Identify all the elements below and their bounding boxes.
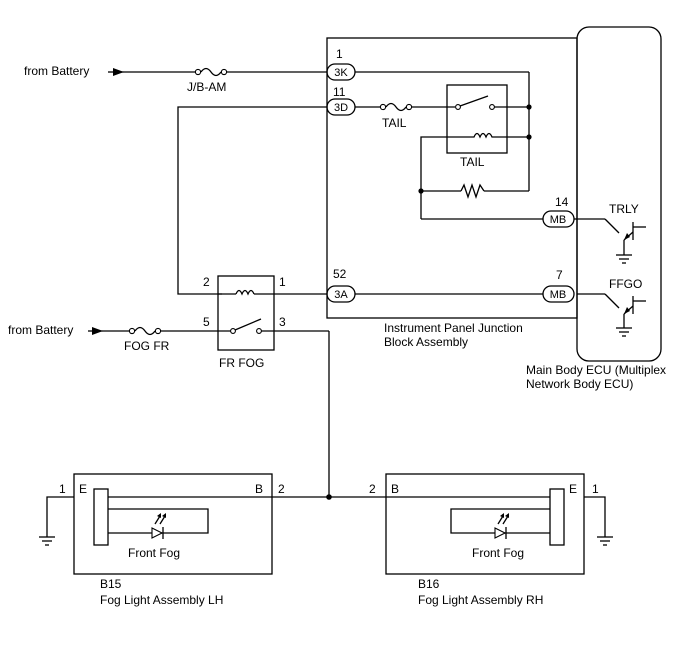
fog-light-rh: 2 B E 1 Front Fog B16 Fog Light Assembly… xyxy=(329,473,613,607)
ecu-label-1: Main Body ECU (Multiplex xyxy=(526,363,666,377)
connector-mb-trly: 14 MB xyxy=(542,195,575,228)
svg-text:3D: 3D xyxy=(334,102,348,114)
connector-3a: 52 3A xyxy=(326,267,356,303)
svg-text:Front Fog: Front Fog xyxy=(128,546,180,560)
arrow-icon xyxy=(92,327,103,335)
svg-text:E: E xyxy=(569,482,577,496)
fuse-tail-label: TAIL xyxy=(382,116,407,130)
relay-tail-label: TAIL xyxy=(460,155,485,169)
svg-text:2: 2 xyxy=(369,482,376,496)
ecu-label-2: Network Body ECU) xyxy=(526,377,633,391)
svg-text:11: 11 xyxy=(333,85,346,99)
svg-text:3: 3 xyxy=(279,315,286,329)
fuse-fog-fr: FOG FR xyxy=(124,326,170,353)
svg-text:1: 1 xyxy=(336,47,343,61)
svg-text:1: 1 xyxy=(592,482,599,496)
svg-text:14: 14 xyxy=(555,195,569,209)
junction-block-label-1: Instrument Panel Junction xyxy=(384,321,523,335)
fog-rh-name: Fog Light Assembly RH xyxy=(418,593,543,607)
fuse-jb-am-label: J/B-AM xyxy=(187,80,226,94)
fuse-fog-fr-label: FOG FR xyxy=(124,339,170,353)
svg-text:MB: MB xyxy=(550,214,567,226)
signal-ffgo: FFGO xyxy=(609,277,642,291)
svg-text:B: B xyxy=(255,482,263,496)
battery-feed-bottom: from Battery xyxy=(8,323,129,337)
svg-text:52: 52 xyxy=(333,267,347,281)
svg-text:2: 2 xyxy=(203,275,210,289)
transistor-trly xyxy=(577,218,646,264)
svg-text:Front Fog: Front Fog xyxy=(472,546,524,560)
svg-text:7: 7 xyxy=(556,268,563,282)
svg-text:B: B xyxy=(391,482,399,496)
battery-label-bottom: from Battery xyxy=(8,323,73,337)
fog-light-lh: 1 E B 2 Front Fog B15 Fog Light Assembly… xyxy=(39,473,329,607)
battery-feed-top: from Battery xyxy=(24,64,195,78)
svg-text:MB: MB xyxy=(550,289,567,301)
resistor xyxy=(418,182,529,200)
relay-fr-fog-label: FR FOG xyxy=(219,356,264,370)
fog-lh-code: B15 xyxy=(100,577,122,591)
fuse-tail: TAIL xyxy=(379,102,413,130)
fog-lh-name: Fog Light Assembly LH xyxy=(100,593,223,607)
relay-fr-fog: 2 1 5 3 FR FOG xyxy=(203,275,329,370)
connector-mb-ffgo: 7 MB xyxy=(542,268,575,303)
relay-tail: TAIL xyxy=(420,84,529,219)
led-icon xyxy=(151,513,166,539)
svg-text:3A: 3A xyxy=(334,289,348,301)
led-icon xyxy=(494,513,509,539)
junction-block-label-2: Block Assembly xyxy=(384,335,468,349)
fuse-jb-am: J/B-AM xyxy=(187,67,228,94)
transistor-ffgo xyxy=(577,293,646,337)
svg-text:3K: 3K xyxy=(334,67,348,79)
svg-text:2: 2 xyxy=(278,482,285,496)
svg-text:E: E xyxy=(79,482,87,496)
connector-3d: 11 3D xyxy=(326,85,356,116)
ecu-outline xyxy=(576,26,662,362)
junction-block-outline xyxy=(326,37,578,319)
fog-rh-code: B16 xyxy=(418,577,440,591)
signal-trly: TRLY xyxy=(609,202,639,216)
svg-text:5: 5 xyxy=(203,315,210,329)
arrow-icon xyxy=(113,68,124,76)
svg-text:1: 1 xyxy=(59,482,66,496)
battery-label-top: from Battery xyxy=(24,64,89,78)
svg-text:1: 1 xyxy=(279,275,286,289)
connector-3k: 1 3K xyxy=(326,47,356,81)
